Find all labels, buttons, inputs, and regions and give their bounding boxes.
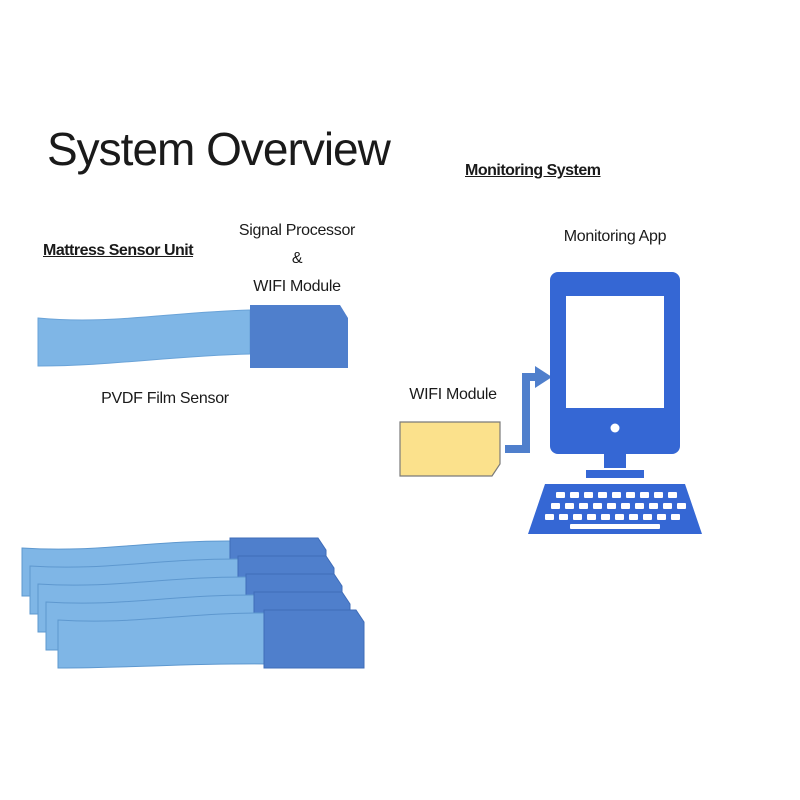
wifi-module-block xyxy=(399,421,501,477)
page-title: System Overview xyxy=(47,123,391,175)
monitoring-app-label: Monitoring App xyxy=(563,228,667,245)
section-heading-monitoring-system: Monitoring System xyxy=(465,162,601,179)
signal-processor-label-line3: WIFI Module xyxy=(253,278,341,295)
section-heading-sensor-unit: Mattress Sensor Unit xyxy=(43,242,194,259)
computer-monitor-icon xyxy=(550,272,680,478)
mattress-sensor-unit xyxy=(37,305,348,368)
signal-processor-label-line1: Signal Processor xyxy=(238,222,356,239)
pvdf-film-sensor-label: PVDF Film Sensor xyxy=(101,390,229,407)
keyboard-icon xyxy=(528,484,702,534)
arrow-right-icon xyxy=(505,366,552,453)
signal-processor-label-line2: & xyxy=(291,250,303,267)
pvdf-film-sensor xyxy=(37,309,251,367)
signal-processor-block xyxy=(250,305,348,368)
sensor-unit-stack xyxy=(21,537,365,669)
stacked-sensor-unit xyxy=(57,609,365,669)
wifi-module-label: WIFI Module xyxy=(409,386,497,403)
